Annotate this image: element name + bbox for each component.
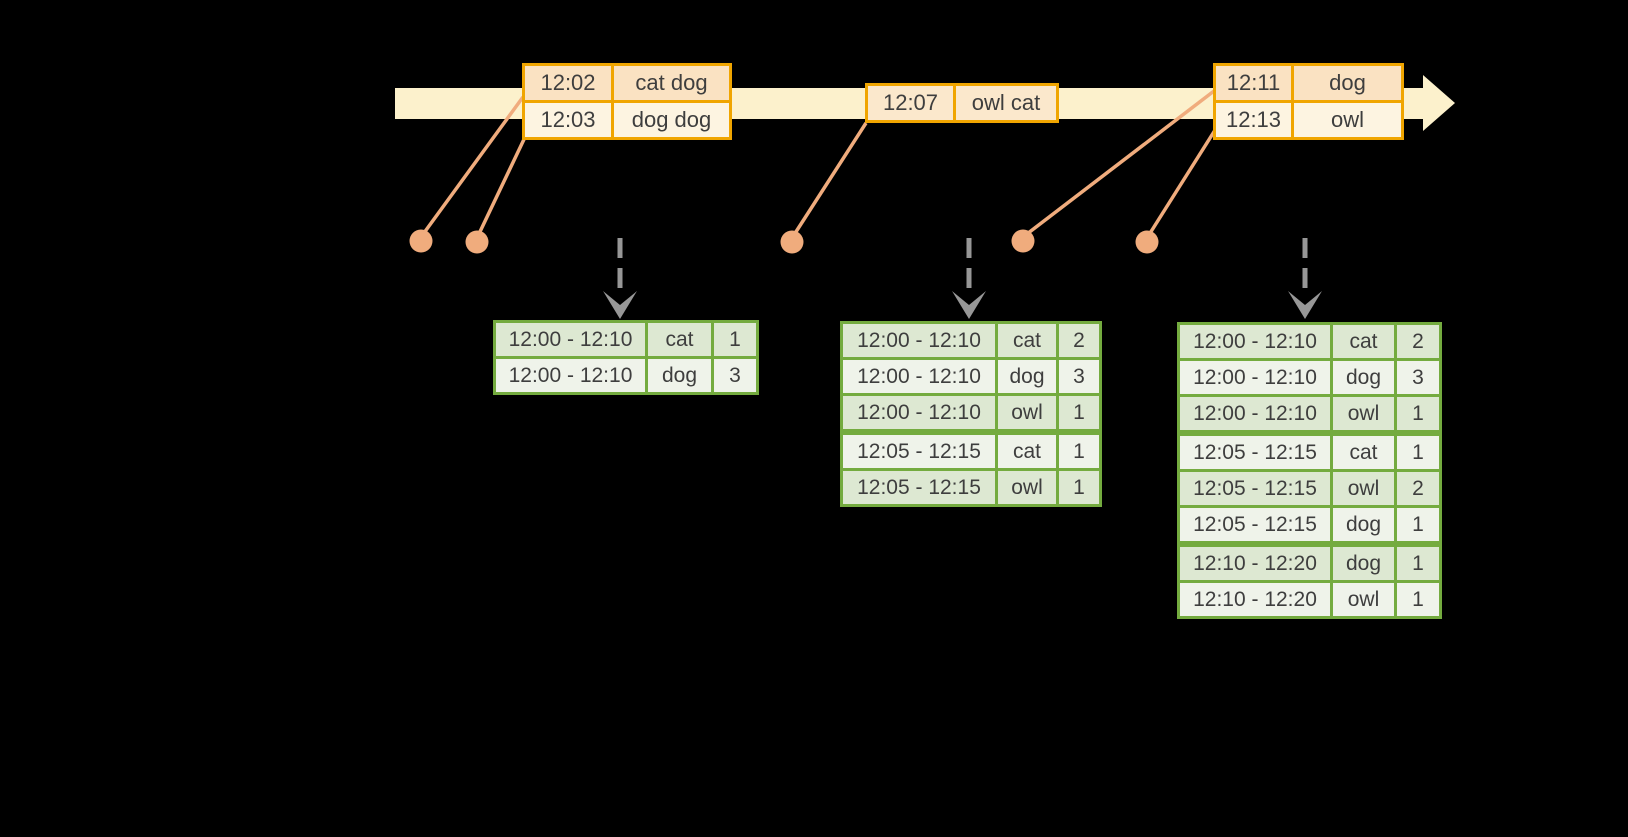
event-dot-icon — [409, 229, 433, 253]
window-cell: 12:10 - 12:20 — [1177, 541, 1333, 583]
event-words-cell: dog — [1291, 63, 1404, 103]
event-time-cell: 12:07 — [865, 83, 956, 123]
event-leader-line — [1021, 89, 1216, 239]
count-cell: 1 — [1056, 393, 1102, 434]
window-cell: 12:00 - 12:10 — [1177, 358, 1333, 397]
event-time-cell: 12:11 — [1213, 63, 1294, 103]
count-cell: 3 — [1394, 358, 1442, 397]
trigger-arrowhead-icon — [1288, 291, 1322, 319]
word-cell: owl — [1330, 580, 1397, 619]
event-dot-icon — [780, 230, 804, 254]
word-cell: dog — [1330, 541, 1397, 583]
word-cell: cat — [1330, 322, 1397, 361]
window-cell: 12:00 - 12:10 — [1177, 394, 1333, 435]
count-cell: 1 — [1056, 468, 1102, 507]
window-cell: 12:00 - 12:10 — [493, 320, 648, 359]
event-words-cell: owl cat — [953, 83, 1059, 123]
count-cell: 1 — [1394, 541, 1442, 583]
event-words-cell: cat dog — [611, 63, 732, 103]
word-cell: cat — [995, 429, 1059, 471]
window-cell: 12:00 - 12:10 — [840, 321, 998, 360]
event-dot-icon — [1011, 229, 1035, 253]
event-leader-line — [419, 95, 525, 239]
event-leader-line — [1145, 126, 1219, 239]
event-time-cell: 12:02 — [522, 63, 614, 103]
trigger-arrowhead-icon — [603, 291, 637, 319]
count-cell: 2 — [1394, 469, 1442, 508]
word-cell: owl — [1330, 469, 1397, 508]
trigger-arrowhead-icon — [952, 291, 986, 319]
event-time-cell: 12:03 — [522, 100, 614, 140]
window-cell: 12:05 - 12:15 — [1177, 469, 1333, 508]
window-cell: 12:00 - 12:10 — [493, 356, 648, 395]
count-cell: 2 — [1394, 322, 1442, 361]
word-cell: dog — [995, 357, 1059, 396]
window-cell: 12:00 - 12:10 — [840, 393, 998, 434]
word-cell: owl — [1330, 394, 1397, 435]
window-cell: 12:05 - 12:15 — [1177, 505, 1333, 546]
count-cell: 1 — [711, 320, 759, 359]
event-dot-icon — [1135, 230, 1159, 254]
count-cell: 3 — [1056, 357, 1102, 396]
event-words-cell: dog dog — [611, 100, 732, 140]
event-words-cell: owl — [1291, 100, 1404, 140]
event-time-cell: 12:13 — [1213, 100, 1294, 140]
count-cell: 1 — [1394, 505, 1442, 546]
window-cell: 12:05 - 12:15 — [1177, 430, 1333, 472]
word-cell: cat — [645, 320, 714, 359]
count-cell: 1 — [1394, 580, 1442, 619]
window-cell: 12:00 - 12:10 — [1177, 322, 1333, 361]
count-cell: 1 — [1394, 430, 1442, 472]
word-cell: cat — [995, 321, 1059, 360]
word-cell: owl — [995, 468, 1059, 507]
event-leader-line — [475, 132, 529, 239]
count-cell: 1 — [1394, 394, 1442, 435]
count-cell: 2 — [1056, 321, 1102, 360]
event-dot-icon — [465, 230, 489, 254]
window-cell: 12:10 - 12:20 — [1177, 580, 1333, 619]
event-leader-line — [790, 122, 868, 239]
window-cell: 12:05 - 12:15 — [840, 429, 998, 471]
timeline-arrowhead-icon — [1423, 75, 1455, 131]
word-cell: owl — [995, 393, 1059, 434]
word-cell: dog — [1330, 505, 1397, 546]
window-cell: 12:05 - 12:15 — [840, 468, 998, 507]
word-cell: cat — [1330, 430, 1397, 472]
count-cell: 1 — [1056, 429, 1102, 471]
word-cell: dog — [645, 356, 714, 395]
count-cell: 3 — [711, 356, 759, 395]
word-cell: dog — [1330, 358, 1397, 397]
window-cell: 12:00 - 12:10 — [840, 357, 998, 396]
